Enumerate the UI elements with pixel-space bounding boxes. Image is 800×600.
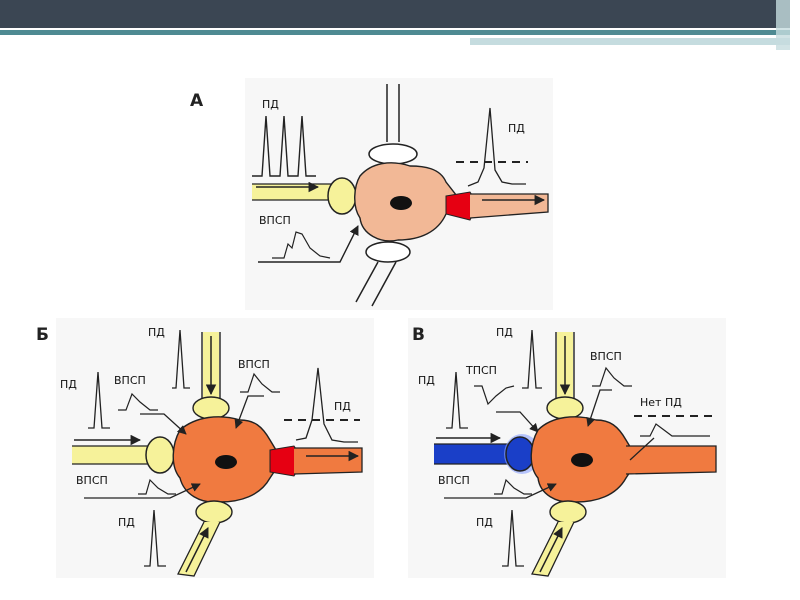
top-terminal xyxy=(368,143,418,165)
spike-train xyxy=(252,115,316,177)
pd-label-top: ПД xyxy=(148,326,165,339)
vpsp-trace-bottom xyxy=(138,478,176,495)
top-synapse xyxy=(192,396,230,420)
spike-top xyxy=(172,329,190,389)
vpsp-trace-bottom xyxy=(494,478,532,495)
spike-bottom xyxy=(144,509,166,567)
pd-label-left: ПД xyxy=(418,374,435,387)
bottom-fiber xyxy=(355,261,397,307)
pd-label-in: ПД xyxy=(262,98,279,111)
nucleus xyxy=(571,453,593,467)
spike-left xyxy=(446,371,468,429)
panel-b: Б ПД ПД ВПСП ВПСП ПД ВПСП xyxy=(36,318,374,578)
nucleus xyxy=(215,455,237,469)
panel-b-letter: Б xyxy=(36,325,49,345)
nucleus xyxy=(390,196,412,210)
panel-a: А ПД ВПСП ПД xyxy=(190,78,553,310)
tpsp-pointer xyxy=(496,411,539,433)
spike-top xyxy=(522,329,542,389)
vpsp-label-top: ВПСП xyxy=(238,358,270,371)
spike-left xyxy=(88,371,110,429)
header-right-stripes xyxy=(776,0,790,50)
pd-label-left: ПД xyxy=(60,378,77,391)
header-light-line xyxy=(470,38,790,45)
spike-bottom xyxy=(502,509,524,567)
bottom-arrow xyxy=(185,527,209,573)
vpsp-pointer xyxy=(258,225,359,263)
no-pd-pointer xyxy=(629,437,655,461)
top-fiber xyxy=(555,332,575,400)
header-teal-line xyxy=(0,30,790,35)
pd-label-out: ПД xyxy=(508,122,525,135)
bottom-fiber xyxy=(177,521,221,577)
bottom-terminal xyxy=(365,241,411,263)
subthreshold-trace xyxy=(640,423,710,437)
excitatory-synapse xyxy=(327,177,357,215)
no-pd-label: Нет ПД xyxy=(640,396,682,409)
top-synapse xyxy=(546,396,584,420)
slide-header xyxy=(0,0,790,50)
vpsp-label-top: ВПСП xyxy=(590,350,622,363)
vpsp-pointer-top xyxy=(586,389,612,427)
left-fiber xyxy=(72,445,151,465)
vpsp-pointer-bottom xyxy=(444,483,557,499)
vpsp-trace-top xyxy=(592,366,632,387)
vpsp-label-left: ВПСП xyxy=(114,374,146,387)
vpsp-label-bottom: ВПСП xyxy=(76,474,108,487)
vpsp-pointer-left xyxy=(140,413,187,435)
vpsp-trace-top xyxy=(240,372,280,393)
top-fiber xyxy=(386,84,400,142)
panel-v-letter: В xyxy=(412,325,425,345)
inhibitory-fiber xyxy=(434,443,511,465)
vpsp-label-bottom: ВПСП xyxy=(438,474,470,487)
output-spike xyxy=(467,107,526,187)
panel-a-letter: А xyxy=(190,91,204,111)
vpsp-pointer-bottom xyxy=(84,483,201,499)
pd-label-bottom: ПД xyxy=(118,516,135,529)
tpsp-trace xyxy=(474,385,515,406)
tpsp-label: ТПСП xyxy=(465,364,497,377)
vpsp-pointer-top xyxy=(234,395,264,429)
bottom-fiber xyxy=(531,521,575,577)
pd-label-bottom: ПД xyxy=(476,516,493,529)
bottom-arrow xyxy=(539,527,563,573)
output-spike xyxy=(295,367,358,443)
bottom-synapse xyxy=(549,500,587,524)
vpsp-label: ВПСП xyxy=(259,214,291,227)
vpsp-trace-left xyxy=(118,392,158,411)
axon xyxy=(625,445,717,475)
inhibitory-synapse xyxy=(505,436,535,472)
vpsp-trace xyxy=(272,231,331,259)
bottom-synapse xyxy=(195,500,233,524)
pd-label-top: ПД xyxy=(496,326,513,339)
header-dark-bar xyxy=(0,0,790,28)
left-synapse xyxy=(145,436,175,474)
top-fiber xyxy=(201,332,221,400)
pd-label-out: ПД xyxy=(334,400,351,413)
panel-v: В ПД ПД ТПСП ВПСП Нет ПД ВПСП xyxy=(408,318,726,578)
axon xyxy=(293,447,363,475)
